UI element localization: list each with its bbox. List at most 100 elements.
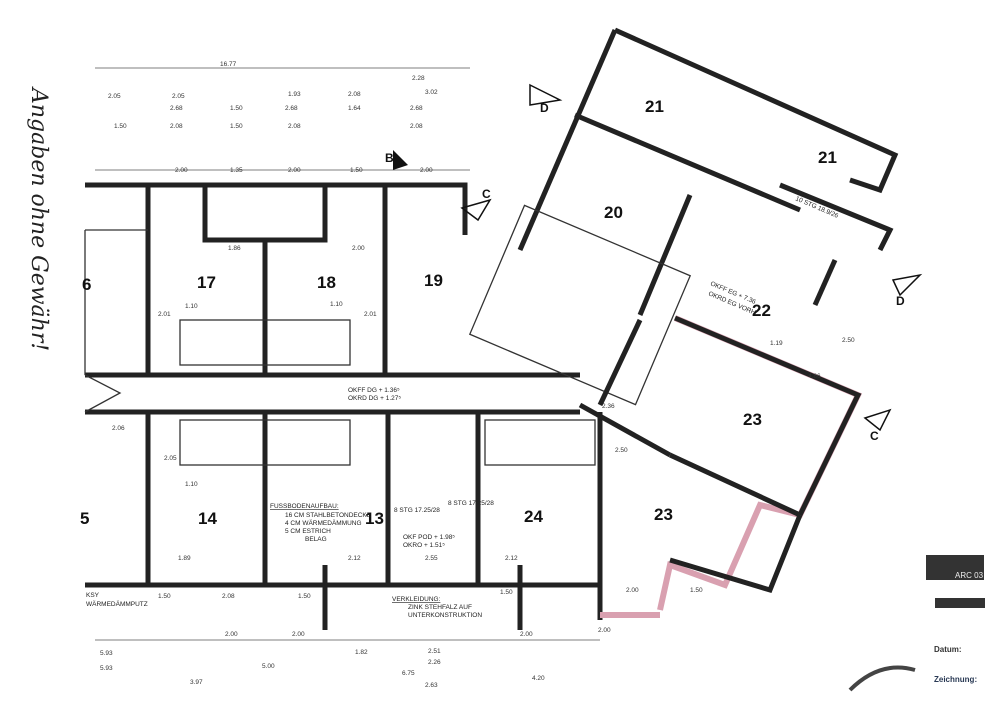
notes-stairs_1-label: 8 STG 17.25/28 [394,507,440,514]
dimensions-bottom-2-label: 1.50 [298,593,311,600]
dimensions-top-13-label: 2.08 [410,123,423,130]
dimensions-top-0-label: 16.77 [220,61,237,68]
notes-cladding_2-label: UNTERKONSTRUKTION [408,612,482,619]
section_markers-4-label: B [385,151,394,165]
notes-floor_4-label: BELAG [305,536,327,543]
room-20: 20 [604,203,623,222]
title-stamp: ARC 03 Datum: Zeichnung: [848,555,985,692]
dimensions-mid-15-label: 1.19 [770,340,783,347]
notes-cladding_title-label: VERKLEIDUNG: [392,596,441,603]
room-17: 17 [197,273,216,292]
dimensions-bottom-3-label: 1.50 [500,589,513,596]
dimensions-bottom-18-label: 4.20 [532,675,545,682]
dimensions-bottom-11-label: 1.50 [690,587,703,594]
section_markers-2-label: C [482,187,491,201]
room-18: 18 [317,273,336,292]
room-6: 6 [82,275,91,294]
dimensions-top-1-label: 2.05 [108,93,121,100]
notes-okro-label: OKRO + 1.51⁵ [403,542,445,549]
dimensions-mid-16-label: 2.50 [842,337,855,344]
dimensions-top-21-label: 2.00 [420,167,433,174]
dimensions-bottom-8-label: 1.82 [355,649,368,656]
dimensions-bottom-0-label: 1.50 [158,593,171,600]
dimensions-bottom-19-label: 2.00 [598,627,611,634]
room-21a: 21 [645,97,664,116]
dimensions-bottom-5-label: 2.00 [292,631,305,638]
notes-floor_1-label: 16 CM STAHLBETONDECKE [285,512,372,519]
notes-okf_pod-label: OKF POD + 1.98⁵ [403,534,455,541]
dimensions-mid-6-label: 2.06 [112,425,125,432]
dimensions-mid-10-label: 2.55 [425,555,438,562]
room-14: 14 [198,509,217,528]
notes-okff_dg-label: OKFF DG + 1.36⁵ [348,387,400,394]
room-19: 19 [424,271,443,290]
notes-floor_3-label: 5 CM ESTRICH [285,528,331,535]
annotations: FUSSBODENAUFBAU: 16 CM STAHLBETONDECKE 4… [86,195,840,619]
notes-stairs_2-label: 8 STG 17.25/28 [448,500,494,507]
dimensions-top-20-label: 1.50 [350,167,363,174]
dimensions-mid-8-label: 2.05 [164,455,177,462]
walls-west-wing [84,182,603,630]
disclaimer-text: Angaben ohne Gewähr! [26,86,51,351]
room-23a: 23 [743,410,762,429]
room-labels: 6 17 18 19 20 21 21 22 23 23 24 14 13 5 [80,97,837,528]
room-23b: 23 [654,505,673,524]
dimensions-top-5-label: 2.05 [172,93,185,100]
dimensions-mid-2-label: 1.10 [185,303,198,310]
dimensions-mid-5-label: 2.01 [364,311,377,318]
dimensions-top-14-label: 2.08 [348,91,361,98]
dimensions-top-16-label: 2.28 [412,75,425,82]
dimensions-mid-11-label: 2.12 [505,555,518,562]
dimensions-bottom-12-label: 2.00 [626,587,639,594]
dimensions-mid-7-label: 1.10 [185,481,198,488]
room-13: 13 [365,509,384,528]
dimensions-top-19-label: 2.00 [288,167,301,174]
dimensions-top-6-label: 1.50 [230,123,243,130]
dimensions-mid-14-label: 2.36 [602,403,615,410]
dimensions-top-8-label: 1.50 [230,105,243,112]
dimensions-bottom-6-label: 2.00 [520,631,533,638]
dimensions-bottom-1-label: 2.08 [222,593,235,600]
top-dimensions: 16.77 2.05 2.68 1.50 2.08 2.05 1.50 2.68… [95,61,470,174]
dimensions-top-12-label: 1.64 [348,105,361,112]
dimensions-bottom-4-label: 2.00 [225,631,238,638]
notes-ksy-label: KSY [86,592,100,599]
dimensions-bottom-7-label: 5.00 [262,663,275,670]
dimensions-mid-12-label: 1.89 [178,555,191,562]
room-22: 22 [752,301,771,320]
dimensions-bottom-16-label: 6.75 [402,670,415,677]
dimensions-mid-0-label: 1.86 [228,245,241,252]
notes-cladding_1-label: ZINK STEHFALZ AUF [408,604,472,611]
dimensions-bottom-10-label: 2.26 [428,659,441,666]
section_markers-0-label: D [540,101,549,115]
dimensions-bottom-15-label: 3.97 [190,679,203,686]
stamp-line2-label: Datum: [934,645,962,654]
room-21b: 21 [818,148,837,167]
notes-plaster-label: WÄRMEDÄMMPUTZ [86,600,148,608]
dimensions-top-18-label: 1.35 [230,167,243,174]
dimensions-bottom-14-label: 5.93 [100,665,113,672]
dimensions-top-4-label: 2.08 [170,123,183,130]
dimensions-top-2-label: 2.68 [170,105,183,112]
notes-floor_2-label: 4 CM WÄRMEDÄMMUNG [285,519,362,527]
dimensions-mid-13-label: 2.50 [615,447,628,454]
dimensions-mid-4-label: 2.01 [158,311,171,318]
stamp-line1-label: ARC 03 [955,571,984,580]
dimensions-top-7-label: 2.68 [285,105,298,112]
section_markers-1-label: D [896,294,905,308]
walls-east-wing [468,27,899,618]
dimensions-mid-1-label: 2.00 [352,245,365,252]
room-24: 24 [524,507,543,526]
dimensions-top-17-label: 2.00 [175,167,188,174]
dimensions-mid-17-label: 4.86 [808,373,821,380]
dimensions-top-15-label: 3.02 [425,89,438,96]
section_markers-3-label: C [870,429,879,443]
dimensions-top-3-label: 1.50 [114,123,127,130]
notes-floor_title-label: FUSSBODENAUFBAU: [270,503,339,510]
dimensions-top-10-label: 1.93 [288,91,301,98]
mid-dimensions: 1.86 2.00 1.10 1.10 2.01 2.01 2.06 1.10 … [112,245,855,562]
dimensions-mid-9-label: 2.12 [348,555,361,562]
stamp-line3-label: Zeichnung: [934,675,977,684]
dimensions-top-9-label: 2.08 [288,123,301,130]
